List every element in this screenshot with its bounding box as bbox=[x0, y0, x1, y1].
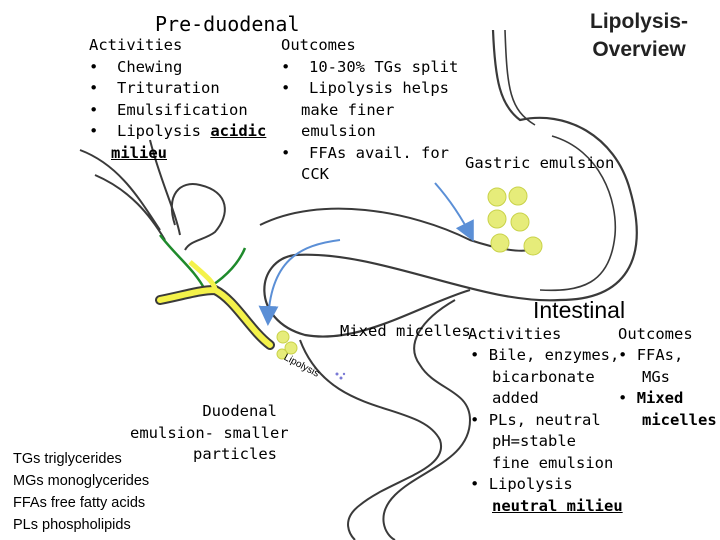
activities-heading: Activities bbox=[89, 36, 183, 54]
activity-item: • Chewing bbox=[89, 57, 183, 76]
pre-duodenal-outcomes: Outcomes • 10-30% TGs split • Lipolysis … bbox=[281, 36, 459, 183]
glossary: TGs triglycerides MGs monoglycerides FFA… bbox=[13, 448, 149, 536]
slide-title: Lipolysis- Overview bbox=[590, 10, 689, 61]
stomach-outline-lesser bbox=[259, 207, 531, 252]
intestinal-outcomes: • FFAs, MGs • Mixed micelles bbox=[618, 346, 717, 429]
hepatic-ducts bbox=[79, 139, 181, 241]
pre-duodenal-heading: Pre-duodenal bbox=[155, 12, 300, 36]
glossary-item: PLs phospholipids bbox=[13, 517, 131, 533]
stomach-outline bbox=[263, 29, 638, 338]
gallbladder bbox=[170, 183, 226, 251]
micelle-marks bbox=[335, 372, 346, 380]
gallbladder-green-line bbox=[159, 234, 207, 291]
bile-duct-upper-yellow bbox=[188, 260, 218, 291]
intestinal-heading: Intestinal bbox=[533, 297, 626, 323]
mixed-micelles-label: Mixed micelles bbox=[340, 322, 471, 340]
activity-item: • PLs, neutral bbox=[470, 410, 601, 429]
stomach-outline-inner bbox=[504, 29, 617, 292]
glossary-item: MGs monoglycerides bbox=[13, 473, 150, 489]
activities-heading: Activities bbox=[468, 325, 562, 343]
outcome-item: • Lipolysis helps bbox=[281, 79, 449, 97]
duodenal-droplets bbox=[276, 330, 298, 360]
outcome-item: • Mixed bbox=[618, 389, 684, 407]
arrow-stomach-to-gastric bbox=[434, 182, 474, 242]
outcome-item: • FFAs, bbox=[618, 346, 684, 364]
intestinal-activity-list: • Bile, enzymes, bicarbonate added • PLs… bbox=[470, 346, 623, 515]
glossary-item: TGs triglycerides bbox=[13, 451, 122, 467]
arrow-gastric-to-duodenum bbox=[258, 239, 341, 326]
outcome-item: • 10-30% TGs split bbox=[281, 57, 459, 76]
outcome-item: • FFAs avail. for bbox=[281, 143, 449, 162]
gastric-emulsion-label: Gastric emulsion bbox=[465, 154, 615, 172]
activity-item: • Lipolysis acidic bbox=[89, 122, 267, 140]
intestine-outline-inner bbox=[299, 339, 443, 540]
duodenal-emulsion-label: Duodenal emulsion- smaller particles bbox=[130, 402, 289, 463]
gastric-droplets bbox=[487, 186, 543, 256]
glossary-item: FFAs free fatty acids bbox=[13, 495, 146, 511]
activity-item: • Emulsification bbox=[89, 100, 248, 119]
outcomes-heading: Outcomes bbox=[281, 36, 356, 54]
intestinal-activities: Activities bbox=[468, 324, 561, 346]
activity-item: • Trituration bbox=[89, 79, 220, 97]
intestinal-outcomes-heading: Outcomes bbox=[618, 325, 693, 343]
bile-duct-yellow bbox=[157, 286, 273, 348]
activity-item: • Lipolysis bbox=[470, 475, 573, 493]
pre-duodenal-activities: Activities • Chewing • Trituration • Emu… bbox=[89, 35, 266, 164]
activity-item-cont: milieu bbox=[111, 143, 167, 162]
intestine-outline bbox=[382, 299, 472, 540]
activity-item: • Bile, enzymes, bbox=[470, 346, 620, 364]
